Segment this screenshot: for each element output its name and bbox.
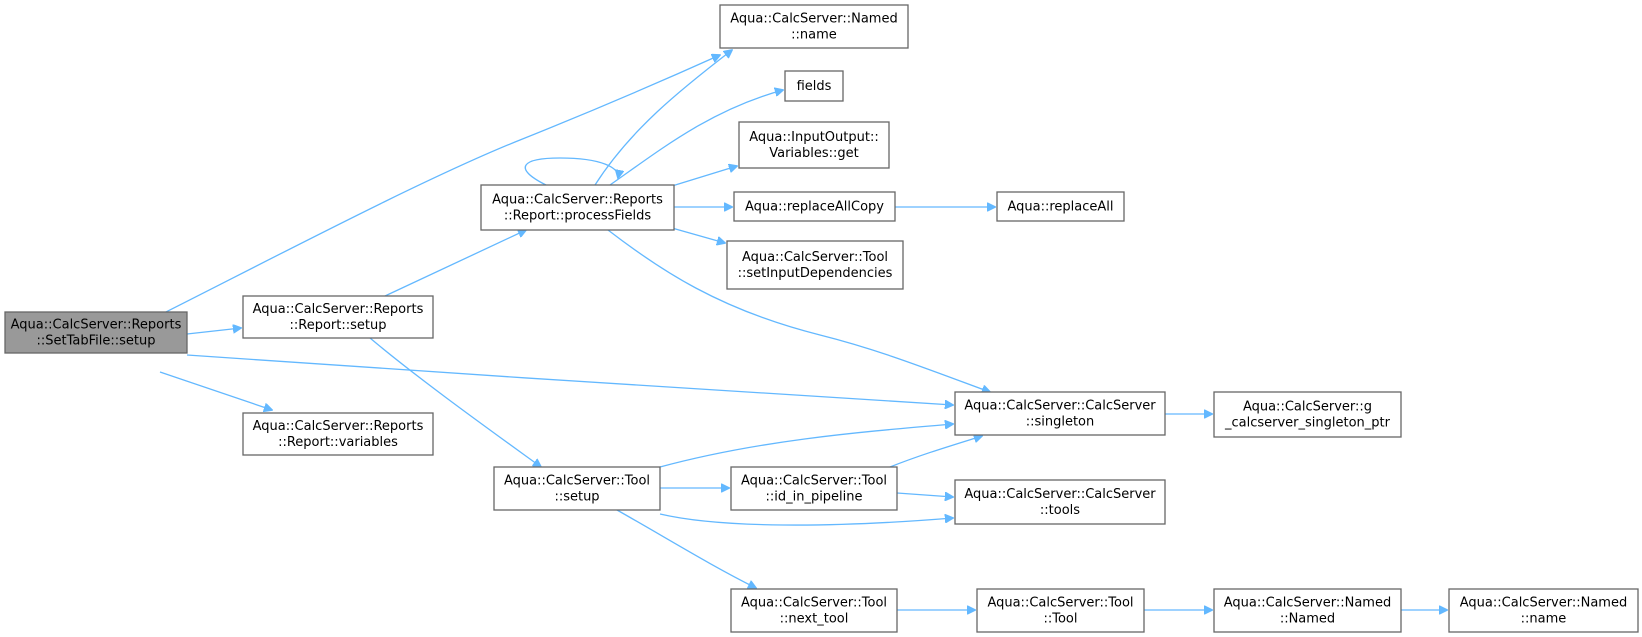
- node-label-line: Aqua::CalcServer::Tool: [504, 474, 650, 489]
- function-node[interactable]: Aqua::CalcServer::Named::Named: [1213, 588, 1402, 633]
- node-label-line: ::singleton: [1026, 415, 1095, 430]
- function-node[interactable]: Aqua::replaceAll: [996, 191, 1125, 222]
- node-box: [4, 311, 188, 354]
- node-label-line: _calcserver_singleton_ptr: [1224, 416, 1391, 431]
- node-label-line: ::Report::setup: [290, 318, 387, 333]
- function-node[interactable]: Aqua::CalcServer::Reports::Report::proce…: [480, 184, 675, 231]
- node-label-line: Aqua::CalcServer::CalcServer: [964, 487, 1156, 502]
- function-node[interactable]: Aqua::CalcServer::Named::name: [1448, 588, 1639, 633]
- node-box: [726, 240, 904, 290]
- function-node[interactable]: Aqua::CalcServer::Tool::Tool: [976, 588, 1145, 633]
- node-label-line: ::name: [791, 28, 837, 43]
- edge-n6-to-n3: [659, 424, 953, 468]
- function-node[interactable]: Aqua::replaceAllCopy: [733, 191, 896, 222]
- node-label-line: Variables::get: [769, 146, 859, 161]
- edge-n5-to-n8: [671, 166, 737, 187]
- edge-n0-to-n2: [186, 328, 241, 335]
- edge-n6-to-n15: [616, 509, 756, 588]
- function-node[interactable]: Aqua::CalcServer::CalcServer::singleton: [954, 391, 1166, 436]
- node-label-line: ::setup: [554, 490, 599, 505]
- function-node[interactable]: Aqua::InputOutput::Variables::get: [738, 121, 890, 169]
- function-node[interactable]: Aqua::CalcServer::Tool::id_in_pipeline: [730, 466, 898, 511]
- root-function-node[interactable]: Aqua::CalcServer::Reports::SetTabFile::s…: [4, 311, 188, 354]
- edge-n5-to-n10: [671, 227, 725, 243]
- edge-n2-to-n6: [369, 337, 541, 467]
- node-label-line: ::id_in_pipeline: [765, 490, 862, 505]
- node-label-line: Aqua::CalcServer::Reports: [253, 302, 424, 317]
- edge-n6-to-n14: [659, 513, 953, 526]
- function-node[interactable]: Aqua::CalcServer::g_calcserver_singleton…: [1213, 391, 1402, 438]
- function-node[interactable]: Aqua::CalcServer::Named::name: [719, 4, 909, 49]
- node-box: [730, 466, 898, 511]
- edge-n0-to-n4: [159, 371, 272, 410]
- node-label-line: Aqua::replaceAll: [1007, 200, 1113, 215]
- node-label-line: ::name: [1521, 612, 1567, 627]
- node-box: [719, 4, 909, 49]
- node-box: [738, 121, 890, 169]
- node-box: [730, 588, 898, 633]
- node-box: [480, 184, 675, 231]
- function-node[interactable]: Aqua::CalcServer::CalcServer::tools: [954, 479, 1166, 525]
- edge-n5-to-n3: [607, 229, 990, 392]
- node-box: [242, 295, 434, 339]
- node-label-line: Aqua::CalcServer::Named: [1460, 596, 1627, 611]
- edges-layer: [139, 50, 1447, 610]
- node-label-line: fields: [797, 79, 832, 94]
- node-label-line: Aqua::CalcServer::Named: [730, 12, 897, 27]
- node-label-line: Aqua::CalcServer::Named: [1224, 596, 1391, 611]
- function-node[interactable]: Aqua::CalcServer::Tool::setInputDependen…: [726, 240, 904, 290]
- node-label-line: ::tools: [1040, 503, 1080, 518]
- node-label-line: Aqua::CalcServer::Reports: [253, 419, 424, 434]
- node-label-line: ::next_tool: [780, 612, 849, 627]
- node-label-line: Aqua::CalcServer::Tool: [987, 596, 1133, 611]
- node-label-line: Aqua::CalcServer::CalcServer: [964, 399, 1156, 414]
- node-label-line: ::Report::processFields: [504, 209, 652, 224]
- node-label-line: Aqua::CalcServer::Tool: [741, 596, 887, 611]
- function-node[interactable]: fields: [784, 70, 844, 102]
- edge-n0-to-n1: [139, 55, 720, 326]
- function-node[interactable]: Aqua::CalcServer::Tool::setup: [493, 466, 661, 511]
- function-node[interactable]: Aqua::CalcServer::Tool::next_tool: [730, 588, 898, 633]
- node-label-line: Aqua::CalcServer::Reports: [11, 318, 182, 333]
- edge-n2-to-n5: [384, 230, 526, 297]
- node-label-line: Aqua::CalcServer::Tool: [742, 250, 888, 265]
- node-box: [954, 479, 1166, 525]
- node-box: [1448, 588, 1639, 633]
- node-label-line: ::Report::variables: [278, 435, 398, 450]
- node-box: [1213, 391, 1402, 438]
- nodes-layer: Aqua::CalcServer::Reports::SetTabFile::s…: [4, 4, 1639, 633]
- node-box: [242, 412, 434, 456]
- node-box: [733, 191, 896, 222]
- node-label-line: Aqua::replaceAllCopy: [745, 200, 884, 215]
- function-node[interactable]: Aqua::CalcServer::Reports::Report::varia…: [242, 412, 434, 456]
- node-box: [493, 466, 661, 511]
- node-label-line: ::SetTabFile::setup: [37, 334, 156, 349]
- node-box: [1213, 588, 1402, 633]
- node-label-line: Aqua::CalcServer::Tool: [741, 474, 887, 489]
- node-box: [954, 391, 1166, 436]
- node-label-line: ::Named: [1280, 612, 1335, 627]
- edge-n13-to-n3: [889, 436, 982, 468]
- edge-n5-to-n1: [594, 50, 732, 186]
- node-label-line: ::Tool: [1043, 612, 1077, 627]
- node-label-line: ::setInputDependencies: [738, 266, 893, 281]
- node-box: [996, 191, 1125, 222]
- edge-n5-to-n7: [609, 90, 783, 186]
- node-box: [784, 70, 844, 102]
- node-label-line: Aqua::CalcServer::g: [1243, 400, 1372, 415]
- edge-n5-to-n5: [524, 157, 618, 186]
- node-box: [976, 588, 1145, 633]
- edge-n13-to-n14: [896, 493, 953, 497]
- node-label-line: Aqua::InputOutput::: [749, 130, 878, 145]
- node-label-line: Aqua::CalcServer::Reports: [492, 193, 663, 208]
- edge-n0-to-n3: [186, 354, 953, 405]
- function-node[interactable]: Aqua::CalcServer::Reports::Report::setup: [242, 295, 434, 339]
